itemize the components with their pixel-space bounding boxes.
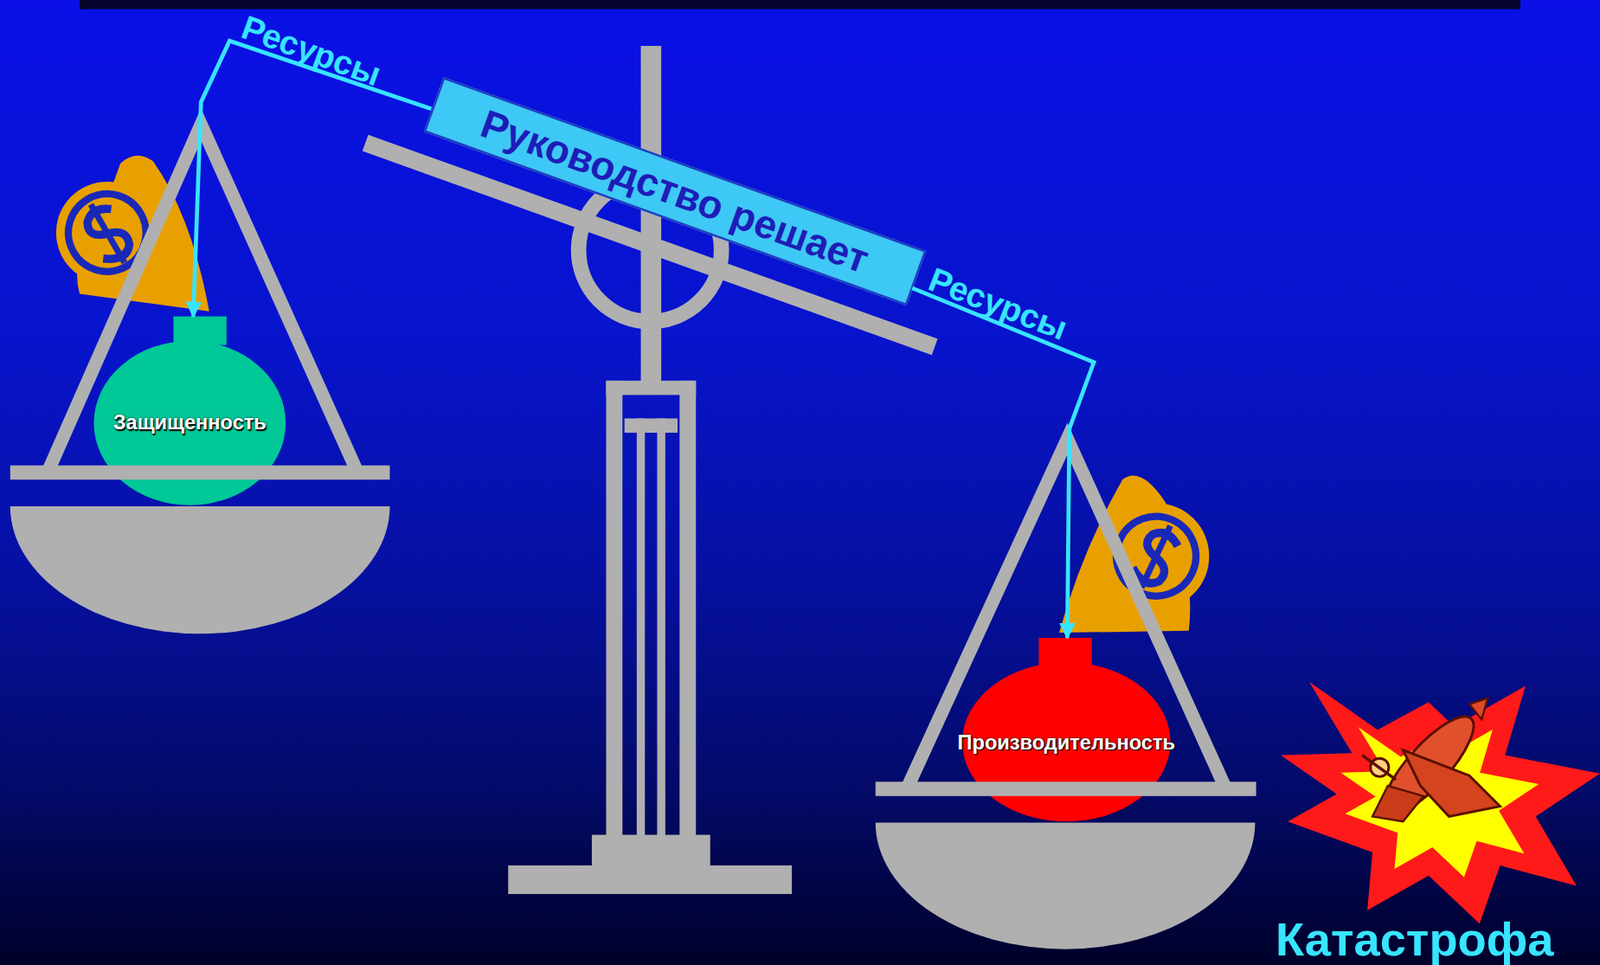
security-bomb: Защищенность <box>93 316 286 506</box>
resource-arrow <box>192 40 431 316</box>
stand-foot <box>507 865 792 894</box>
performance-bomb: Производительность <box>962 637 1171 822</box>
dollar-bar <box>1141 525 1170 588</box>
stand-leg <box>605 380 623 841</box>
stand-inner-bar <box>656 417 665 836</box>
explosion <box>1280 681 1600 924</box>
plane-tail <box>1469 698 1488 720</box>
decision-banner: Руководство решает <box>423 76 926 305</box>
stand-leg <box>679 380 696 841</box>
dollar-ring <box>54 179 161 286</box>
plane-wing <box>1372 785 1424 822</box>
bomb-body <box>962 661 1171 822</box>
bomb-label: Защищенность <box>93 340 286 506</box>
right-pan-bowl <box>875 822 1256 949</box>
money-bag <box>54 155 210 312</box>
stand-inner-bar <box>636 417 645 836</box>
banner-text: Руководство решает <box>475 100 875 282</box>
bomb-label: Производительность <box>962 661 1171 822</box>
catastrophe-label: Катастрофа <box>1275 911 1554 965</box>
crashing-plane <box>1362 698 1500 827</box>
resource-arrow <box>912 288 1094 638</box>
dollar-symbol <box>54 179 161 286</box>
bomb-outline <box>962 637 1171 822</box>
explosion-star <box>1280 681 1600 924</box>
stand-crossbar <box>605 380 696 396</box>
dollar-ring <box>1103 503 1209 610</box>
bomb-body <box>93 340 286 506</box>
left-pan-bowl <box>10 506 391 634</box>
right-pan-bar <box>875 781 1257 797</box>
bomb-fuse-cap <box>173 316 226 346</box>
top-rule <box>79 0 1521 10</box>
scale-post <box>641 45 662 393</box>
dollar-symbol <box>1103 503 1209 610</box>
connector-layer <box>192 40 1094 638</box>
left-pan-bar <box>10 465 391 481</box>
plane-wing <box>1402 750 1500 817</box>
left-pan-hanger <box>47 124 357 472</box>
resource-label: Ресурсы <box>923 259 1073 348</box>
bomb-fuse-cap <box>1038 637 1092 667</box>
bomb-outline <box>93 316 286 506</box>
propeller-blade <box>1362 755 1396 780</box>
stand-crossbar <box>624 417 678 433</box>
stand-base <box>591 835 711 868</box>
resource-label: Ресурсы <box>236 7 386 94</box>
dollar-s <box>80 204 135 266</box>
money-bag <box>1059 475 1209 634</box>
right-pan-hanger <box>907 438 1225 786</box>
bag-front <box>1103 502 1210 610</box>
dollar-bar <box>90 204 125 263</box>
